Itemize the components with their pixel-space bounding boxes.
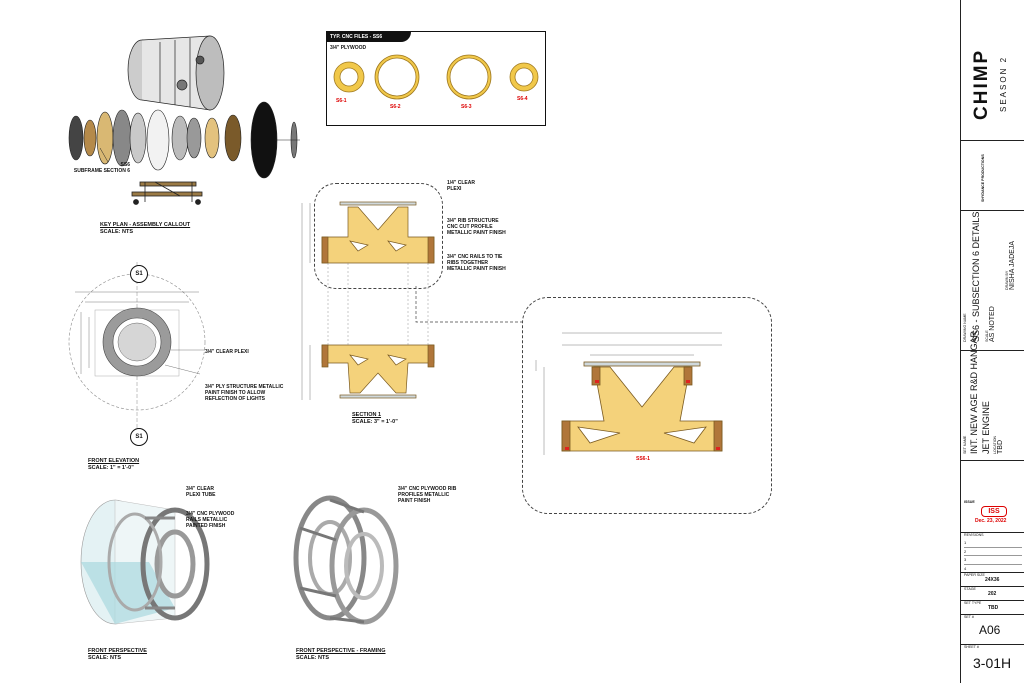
title-block-stage: STAGE 202	[961, 586, 1024, 601]
drawing-scale: AS NOTED	[989, 306, 996, 342]
title-block-company: SHYDANCE PRODUCTIONS	[961, 140, 1024, 211]
section-1-scale: SCALE: 3" = 1'-0"	[352, 419, 398, 425]
section-1-note-1: 1/4" CLEAR PLEXI	[447, 180, 475, 192]
stage: 202	[988, 591, 997, 597]
paper-size: 24X36	[985, 577, 1000, 583]
framing-perspective-drawing	[293, 495, 399, 625]
cnc-title-tab: TYP. CNC FILES - SS6	[327, 32, 411, 42]
title-block-revisions: REVISIONS 1 2 3 4	[961, 532, 1024, 573]
title-block: CHIMP SEASON 2 SHYDANCE PRODUCTIONS DRAW…	[960, 0, 1024, 683]
key-plan-title: KEY PLAN - ASSEMBLY CALLOUT	[100, 222, 191, 228]
title-block-set-type: SET TYPE TBD	[961, 600, 1024, 615]
rev-4: 4	[964, 565, 967, 571]
enlarged-detail-drawing	[535, 332, 723, 455]
front-elevation-drawing	[68, 262, 206, 432]
section-1-note-3: 3/4" CNC RAILS TO TIE RIBS TOGETHER META…	[447, 254, 506, 272]
title-block-issue: ISSUE ISS Dec. 23, 2022	[961, 460, 1024, 533]
detail-leader-line	[415, 286, 522, 323]
drawn-by: NISHA JADEJA	[1009, 240, 1016, 290]
brand-season: SEASON 2	[999, 55, 1008, 112]
front-elev-note-2: 3/4" PLY STRUCTURE METALLIC PAINT FINISH…	[205, 384, 284, 402]
exploded-rings	[68, 101, 300, 179]
key-plan-callout: SS6	[120, 162, 130, 168]
set-name: INT. NEW AGE R&D HANGAR	[969, 330, 979, 454]
set-sub: JET ENGINE	[981, 401, 991, 454]
issue-date: Dec. 23, 2022	[975, 518, 1007, 524]
subframe-cart	[131, 181, 203, 205]
issue-stamp: ISS	[981, 506, 1007, 517]
key-plan-callout-sub: SUBFRAME SECTION 6	[73, 168, 130, 174]
section-1-title: SECTION 1	[352, 412, 382, 418]
title-block-set-number: SET # A06	[961, 614, 1024, 645]
section-marker-top: S1	[130, 265, 148, 283]
location: TBD	[997, 440, 1004, 454]
front-perspective-scale: SCALE: NTS	[88, 655, 121, 661]
rev-1: 1	[964, 539, 1022, 548]
key-plan-scale: SCALE: NTS	[100, 229, 133, 235]
section-1-drawing	[301, 201, 435, 400]
exploded-assembly-drawing	[68, 35, 300, 205]
enlarged-rib	[561, 361, 723, 452]
front-elev-note-1: 3/4" CLEAR PLEXI	[205, 349, 249, 355]
front-elevation-title: FRONT ELEVATION	[88, 458, 140, 464]
section-1-detail-boundary	[314, 183, 443, 289]
section-marker-bottom: S1	[130, 428, 148, 446]
front-perspective-drawing	[80, 499, 210, 625]
sheet-number: 3-01H	[973, 655, 1012, 671]
front-perspective-title: FRONT PERSPECTIVE	[88, 648, 147, 654]
drawing-name: SS6 - SUBSECTION 6 DETAILS	[971, 211, 981, 342]
set-type: TBD	[988, 605, 999, 611]
rev-2: 2	[964, 548, 1022, 556]
perspective-note-a2: 3/4" CNC PLYWOOD RAILS METALLIC PAINTED …	[186, 511, 235, 529]
cnc-ring-2: S6-2	[390, 104, 401, 110]
framing-perspective-title: FRONT PERSPECTIVE - FRAMING	[296, 648, 386, 654]
set-number: A06	[979, 623, 1001, 637]
title-block-set-name: SET NAME INT. NEW AGE R&D HANGAR JET ENG…	[961, 331, 1024, 461]
title-block-drawing-name: DRAWING NAME SS6 - SUBSECTION 6 DETAILS …	[961, 210, 1024, 351]
cnc-ring-1: S6-1	[336, 98, 347, 104]
cnc-files-panel: TYP. CNC FILES - SS6 3/4" PLYWOOD S6-1 S…	[326, 31, 546, 126]
perspective-note-a1: 3/4" CLEAR PLEXI TUBE	[186, 486, 216, 498]
section-1-note-2: 3/4" RIB STRUCTURE CNC CUT PROFILE METAL…	[447, 218, 506, 236]
section-1-lower-rib	[321, 344, 435, 399]
brand-name: CHIMP	[971, 48, 992, 120]
title-block-sheet-number: SHEET # 3-01H	[964, 645, 1012, 671]
rev-3: 3	[964, 556, 1022, 565]
company-name: SHYDANCE PRODUCTIONS	[981, 154, 985, 202]
cnc-title: TYP. CNC FILES - SS6	[330, 34, 383, 40]
front-elevation-scale: SCALE: 1" = 1'-0"	[88, 465, 134, 471]
framing-perspective-scale: SCALE: NTS	[296, 655, 329, 661]
enlarged-detail-boundary	[522, 297, 772, 514]
title-block-brand: CHIMP SEASON 2	[961, 0, 1024, 141]
cnc-ring-4: S6-4	[517, 96, 528, 102]
cnc-rings	[333, 54, 539, 100]
cnc-material: 3/4" PLYWOOD	[330, 45, 367, 51]
engine-shell	[127, 35, 225, 111]
detail-tag: SS6-1	[636, 456, 650, 462]
framing-note: 3/4" CNC PLYWOOD RIB PROFILES METALLIC P…	[398, 486, 457, 504]
title-block-paper: PAPER SIZE 24X36	[961, 572, 1024, 587]
cnc-ring-3: S6-3	[461, 104, 472, 110]
section-1-upper-rib	[321, 201, 435, 264]
